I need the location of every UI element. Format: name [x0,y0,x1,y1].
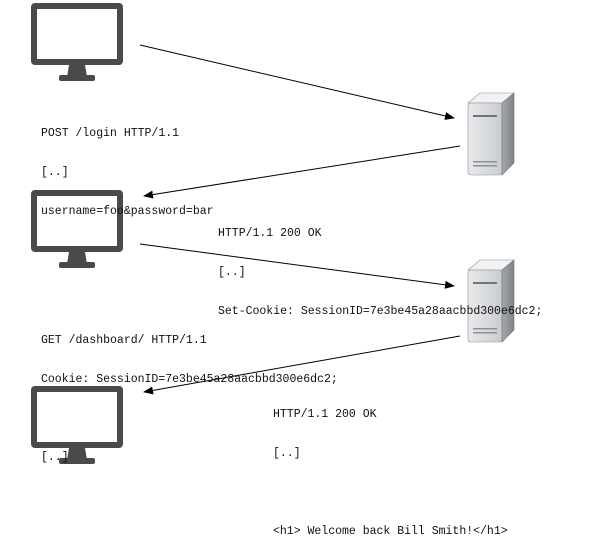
client-monitor-icon-top [31,3,123,81]
dashboard-response-line: <h1> Welcome back Bill Smith!</h1> [273,525,508,538]
arrow-dashboard-request [139,243,455,289]
dashboard-request-line: GET /dashboard/ HTTP/1.1 [41,334,207,347]
login-request-line: username=foo&password=bar [41,205,214,218]
dashboard-response-line: [..] [273,447,301,460]
login-response-line: HTTP/1.1 200 OK [218,227,322,240]
dashboard-response-line: HTTP/1.1 200 OK [273,408,377,421]
session-cookie-diagram [31,3,515,464]
dashboard-request-line: Cookie: SessionID=7e3be45a28aacbbd300e6d… [41,373,338,386]
dashboard-response-message: HTTP/1.1 200 OK [..] <h1> Welcome back B… [273,382,508,551]
server-icon-top [467,92,515,176]
arrow-dashboard-response [143,335,461,395]
login-request-line: POST /login HTTP/1.1 [41,127,180,140]
login-response-line: [..] [218,266,246,279]
login-request-line: [..] [41,166,69,179]
login-request-message: POST /login HTTP/1.1 [..] username=foo&p… [41,101,214,231]
login-response-message: HTTP/1.1 200 OK [..] Set-Cookie: Session… [218,201,542,331]
arrow-login-response [143,145,461,199]
dashboard-request-line: [..] [41,451,69,464]
dashboard-request-message: GET /dashboard/ HTTP/1.1 Cookie: Session… [41,308,338,477]
login-response-line: Set-Cookie: SessionID=7e3be45a28aacbbd30… [218,305,543,318]
arrow-login-request [139,44,455,120]
